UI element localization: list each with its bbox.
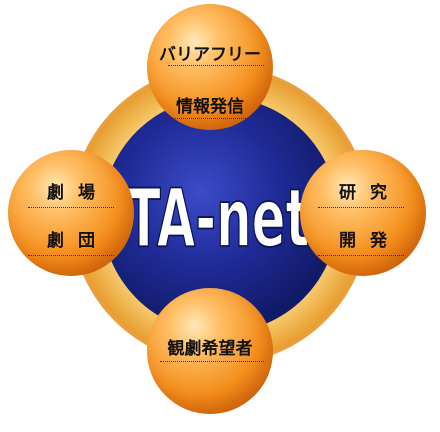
node-left-label-2: 劇団 bbox=[47, 231, 109, 251]
node-top-divider-2 bbox=[168, 118, 264, 119]
node-right-divider-2 bbox=[318, 255, 404, 256]
center-title: TA-net bbox=[127, 172, 310, 266]
node-left-divider-2 bbox=[28, 255, 114, 256]
node-right-label-1: 研究 bbox=[339, 183, 401, 203]
node-left-label-1: 劇場 bbox=[47, 183, 109, 203]
node-top-label-2: 情報発信 bbox=[176, 97, 244, 117]
node-top-divider-1 bbox=[168, 65, 264, 66]
node-bottom-label-1: 観劇希望者 bbox=[167, 339, 253, 359]
node-top bbox=[147, 4, 273, 130]
node-right bbox=[300, 150, 426, 276]
node-bottom-divider-1 bbox=[160, 361, 264, 362]
node-left bbox=[8, 150, 134, 276]
node-left-divider-1 bbox=[28, 207, 114, 208]
node-right-label-2: 開発 bbox=[339, 231, 401, 251]
node-right-divider-1 bbox=[318, 207, 404, 208]
node-top-label-1: バリアフリー bbox=[159, 45, 261, 65]
node-bottom bbox=[147, 288, 273, 414]
center-disc bbox=[102, 97, 338, 333]
